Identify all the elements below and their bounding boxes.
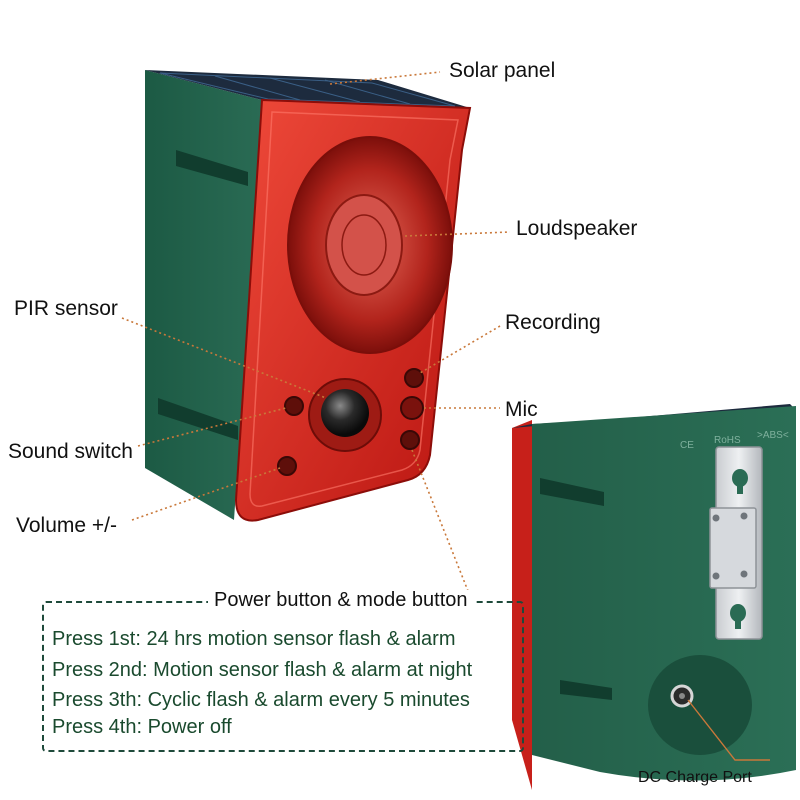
rohs-mark: RoHS	[714, 435, 741, 446]
mode-item: Press 4th: Power off	[52, 716, 232, 738]
mode-item: Press 2nd: Motion sensor flash & alarm a…	[52, 659, 473, 681]
mode-instructions-title: Power button & mode button	[208, 590, 474, 610]
ce-mark: CE	[680, 440, 694, 451]
back-device: CE RoHS >ABS<	[512, 404, 796, 790]
callout-pir-sensor	[121, 317, 327, 399]
recording-button[interactable]	[404, 368, 424, 388]
side-vent-slot	[540, 478, 604, 506]
charge-port-recess	[648, 655, 752, 755]
mic-hole	[400, 396, 424, 420]
mounting-plate	[709, 507, 757, 589]
abs-mark: >ABS<	[757, 430, 789, 441]
keyhole-slot	[730, 604, 746, 622]
callout-power-button	[411, 449, 471, 597]
mode-item: Press 3th: Cyclic flash & alarm every 5 …	[52, 689, 470, 711]
power-mode-button[interactable]	[400, 430, 420, 450]
label-solar-panel: Solar panel	[449, 59, 556, 82]
callout-recording	[419, 325, 501, 374]
callout-solar-panel	[329, 71, 441, 85]
mode-item: Press 1st: 24 hrs motion sensor flash & …	[52, 628, 456, 650]
side-vent-slot	[158, 398, 238, 440]
volume-button[interactable]	[277, 456, 297, 476]
loudspeaker-driver	[325, 194, 403, 296]
label-pir-sensor: PIR sensor	[14, 297, 118, 320]
pir-sensor-dome	[321, 389, 369, 437]
side-vent-slot	[560, 680, 612, 700]
callout-volume	[131, 467, 281, 521]
side-vent-slot	[176, 150, 248, 186]
label-dc-charge-port: DC Charge Port	[638, 769, 752, 786]
callout-sound-switch	[137, 407, 287, 447]
label-recording: Recording	[505, 311, 601, 334]
label-volume: Volume +/-	[16, 514, 117, 537]
front-device	[145, 70, 472, 522]
solar-panel-cells	[159, 72, 456, 107]
callout-dc-charge-port	[687, 699, 770, 761]
callout-lines	[121, 71, 511, 597]
label-sound-switch: Sound switch	[8, 440, 133, 463]
label-mic: Mic	[505, 398, 538, 421]
sound-switch-button[interactable]	[284, 396, 304, 416]
keyhole-slot	[732, 469, 748, 487]
label-loudspeaker: Loudspeaker	[516, 217, 638, 240]
